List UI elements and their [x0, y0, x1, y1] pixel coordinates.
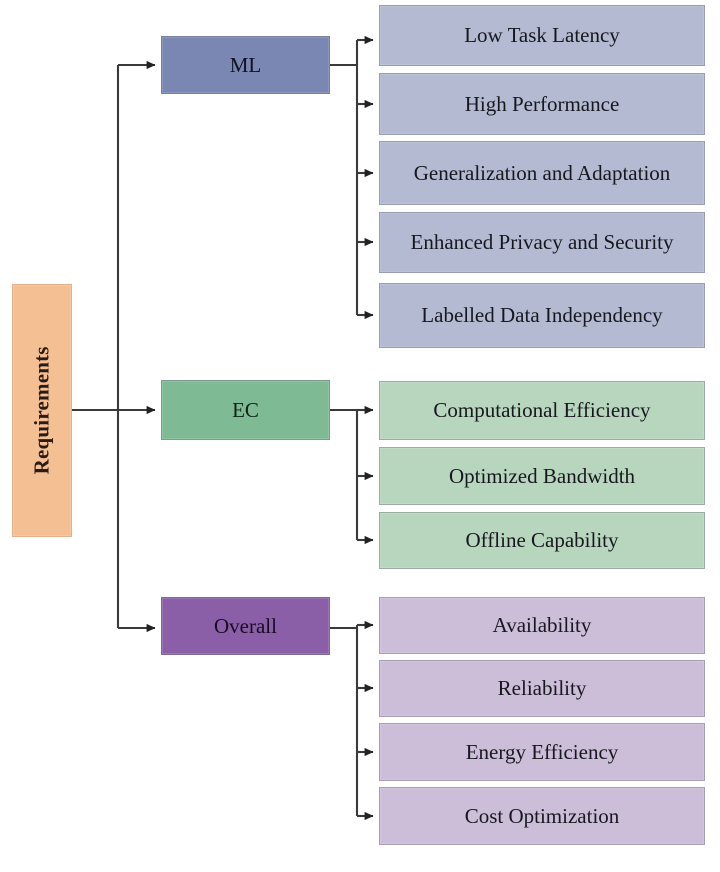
leaf-node-ml-4[interactable]: Enhanced Privacy and Security: [379, 212, 705, 273]
leaf-label: Generalization and Adaptation: [413, 160, 671, 185]
leaf-node-ec-1[interactable]: Computational Efficiency: [379, 381, 705, 440]
leaf-node-ec-2[interactable]: Optimized Bandwidth: [379, 447, 705, 505]
leaf-label: Computational Efficiency: [433, 398, 651, 423]
leaf-node-overall-4[interactable]: Cost Optimization: [379, 787, 705, 845]
leaf-node-ml-1[interactable]: Low Task Latency: [379, 5, 705, 66]
leaf-label: Offline Capability: [465, 528, 619, 553]
leaf-label: Cost Optimization: [464, 803, 620, 828]
leaf-label: Enhanced Privacy and Security: [410, 230, 674, 255]
leaf-node-ml-3[interactable]: Generalization and Adaptation: [379, 141, 705, 205]
leaf-label: Energy Efficiency: [465, 739, 619, 764]
root-node-requirements[interactable]: Requirements: [12, 284, 72, 537]
category-label-ml: ML: [229, 52, 262, 77]
root-node-label: Requirements: [29, 346, 54, 475]
leaf-label: Availability: [492, 613, 592, 638]
leaf-node-ml-5[interactable]: Labelled Data Independency: [379, 283, 705, 348]
leaf-node-ec-3[interactable]: Offline Capability: [379, 512, 705, 569]
category-label-overall: Overall: [214, 613, 277, 638]
leaf-label: Labelled Data Independency: [421, 303, 663, 328]
category-node-ml[interactable]: ML: [161, 36, 330, 94]
category-node-ec[interactable]: EC: [161, 380, 330, 440]
leaf-node-overall-1[interactable]: Availability: [379, 597, 705, 654]
leaf-label: Reliability: [497, 676, 587, 701]
leaf-node-ml-2[interactable]: High Performance: [379, 73, 705, 135]
category-node-overall[interactable]: Overall: [161, 597, 330, 655]
leaf-label: High Performance: [464, 91, 620, 116]
leaf-node-overall-2[interactable]: Reliability: [379, 660, 705, 717]
leaf-label: Low Task Latency: [464, 23, 620, 48]
leaf-label: Optimized Bandwidth: [448, 463, 636, 488]
leaf-node-overall-3[interactable]: Energy Efficiency: [379, 723, 705, 781]
category-label-ec: EC: [232, 397, 259, 422]
